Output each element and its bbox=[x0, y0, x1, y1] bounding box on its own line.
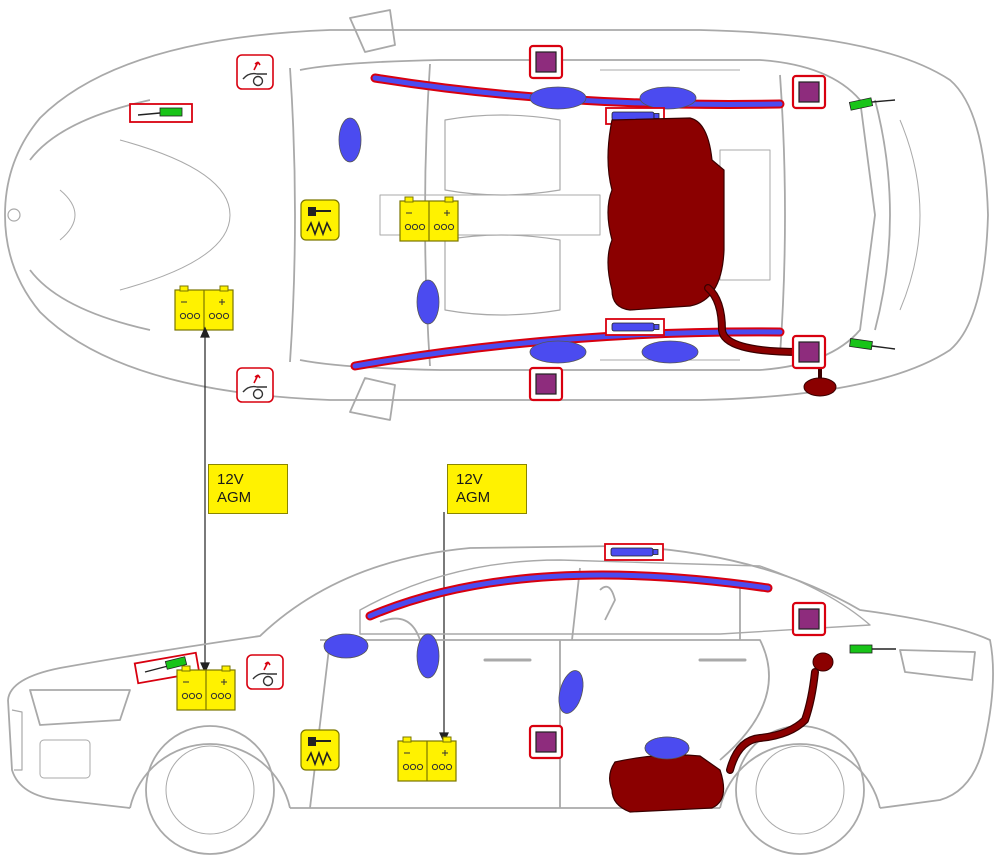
airbag-icon bbox=[641, 340, 699, 364]
battery-callout-interior: 12V AGM bbox=[447, 464, 527, 514]
inflator-icon bbox=[604, 543, 664, 561]
battery-12v-icon bbox=[176, 665, 236, 711]
airbag-icon bbox=[416, 279, 440, 325]
gas-strut-icon bbox=[848, 97, 896, 111]
airbag-icon bbox=[323, 633, 369, 659]
callout-leader-lines bbox=[200, 326, 449, 744]
inflator-icon bbox=[605, 318, 665, 336]
seatbelt-pretensioner-icon bbox=[300, 199, 340, 241]
fuel-tank-icon bbox=[607, 117, 837, 397]
seatbelt-pretensioner-icon bbox=[300, 729, 340, 771]
battery-callout-line1: 12V bbox=[456, 471, 483, 488]
sensor-module-icon bbox=[528, 44, 564, 80]
gas-strut-icon bbox=[849, 644, 896, 654]
battery-callout-line2: AGM bbox=[217, 489, 252, 506]
battery-callout-line1: 12V bbox=[217, 471, 244, 488]
car-side-view bbox=[7, 543, 994, 855]
airbag-icon bbox=[338, 117, 362, 163]
gas-strut-icon bbox=[133, 651, 201, 685]
airbag-icon bbox=[558, 670, 584, 714]
airbag-icon bbox=[644, 736, 690, 760]
car-top-view bbox=[4, 9, 989, 421]
battery-callout-line2: AGM bbox=[456, 489, 491, 506]
car-side-view-outline bbox=[7, 545, 994, 855]
battery-12v-icon bbox=[397, 736, 457, 782]
active-hood-icon bbox=[236, 54, 274, 90]
gas-strut-icon bbox=[849, 338, 896, 350]
airbag-icon bbox=[416, 633, 440, 679]
curtain-airbag-icon bbox=[367, 572, 771, 619]
gas-strut-icon bbox=[129, 103, 193, 123]
fuel-tank-icon bbox=[609, 652, 834, 813]
sensor-module-icon bbox=[791, 74, 827, 110]
sensor-module-icon bbox=[528, 366, 564, 402]
active-hood-icon bbox=[236, 367, 274, 403]
airbag-icon bbox=[529, 86, 587, 110]
airbag-icon bbox=[639, 86, 697, 110]
airbag-icon bbox=[529, 340, 587, 364]
sensor-module-icon bbox=[791, 334, 827, 370]
sensor-module-icon bbox=[528, 724, 564, 760]
active-hood-icon bbox=[246, 654, 284, 690]
car-top-view-outline bbox=[4, 9, 989, 421]
battery-12v-icon bbox=[174, 285, 234, 331]
sensor-module-icon bbox=[791, 601, 827, 637]
battery-callout-front: 12V AGM bbox=[208, 464, 288, 514]
battery-12v-icon bbox=[399, 196, 459, 242]
